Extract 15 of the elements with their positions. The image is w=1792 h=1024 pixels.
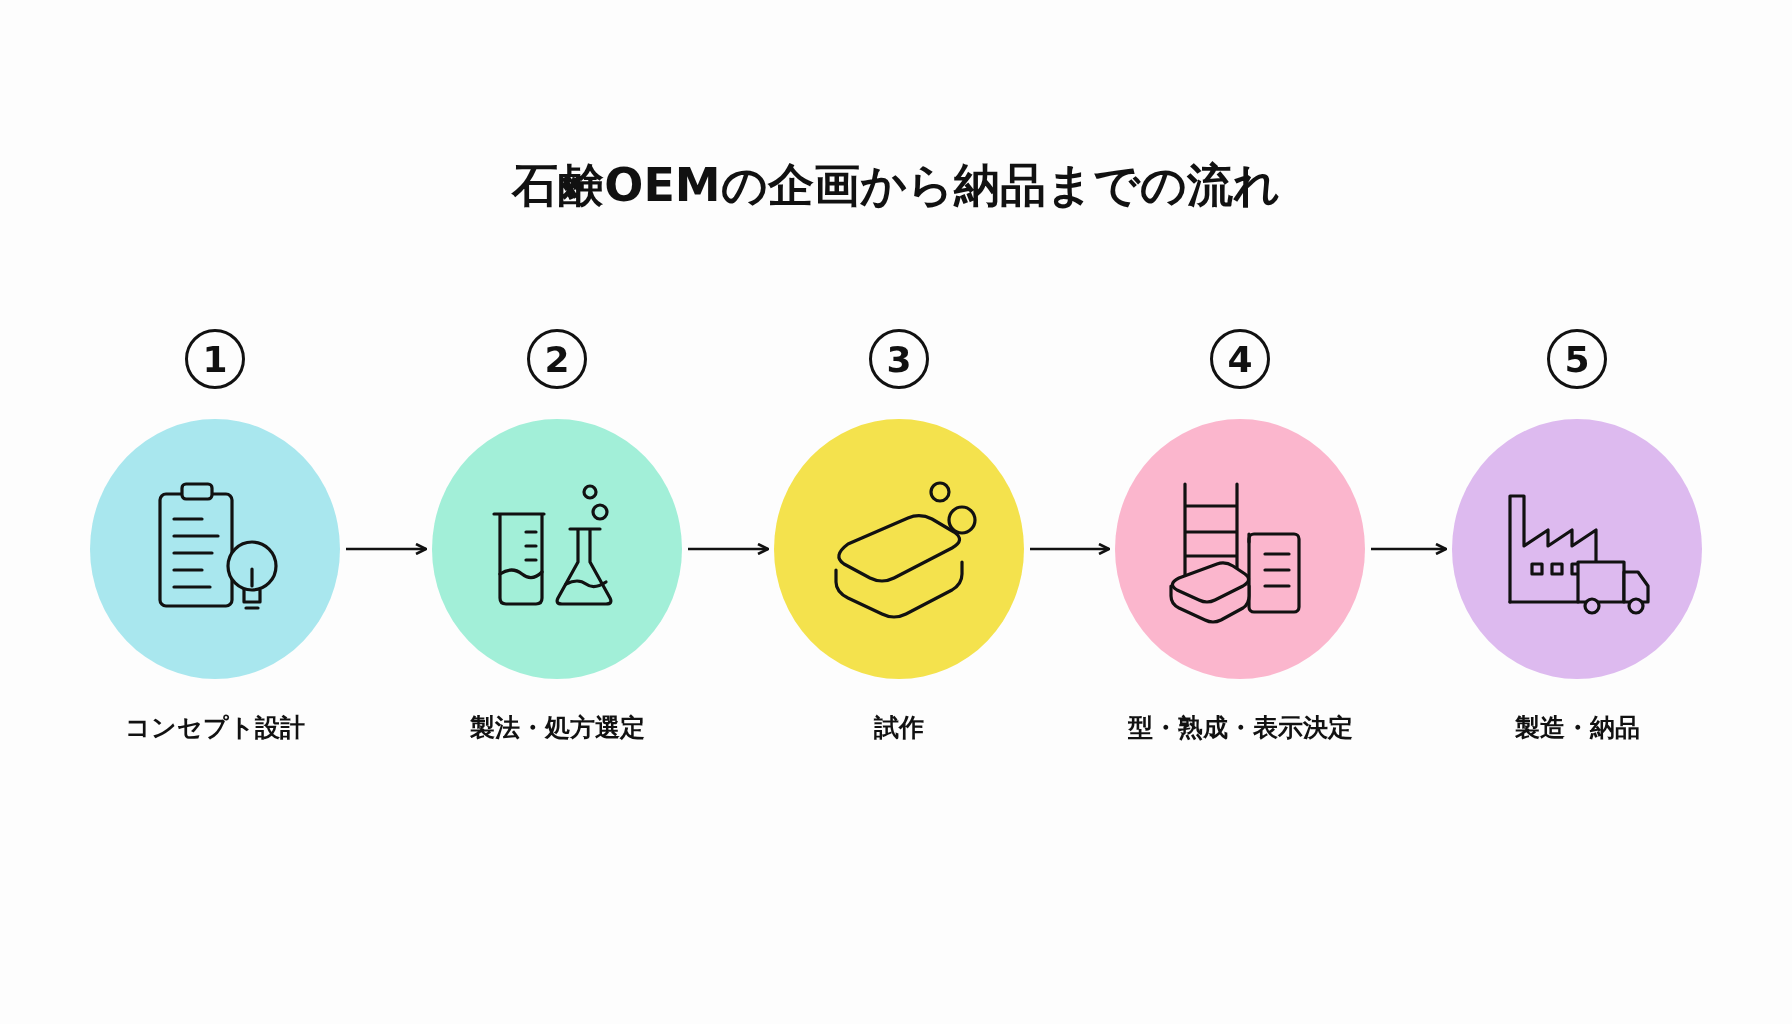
- step-label: 型・熟成・表示決定: [1126, 712, 1354, 744]
- arrow: [1030, 542, 1111, 556]
- step-number: 4: [1210, 329, 1270, 389]
- step-label: 製法・処方選定: [468, 712, 646, 744]
- step-label: 試作: [873, 712, 925, 744]
- arrow: [1371, 542, 1448, 556]
- arrow: [688, 542, 770, 556]
- step-number: 1: [185, 329, 245, 389]
- step-number: 5: [1547, 329, 1607, 389]
- step-number: 2: [527, 329, 587, 389]
- arrow: [346, 542, 428, 556]
- step-label: コンセプト設計: [124, 712, 306, 744]
- title: 石鹸OEMの企画から納品までの流れ: [510, 157, 1281, 214]
- step-number: 3: [869, 329, 929, 389]
- step-label: 製造・納品: [1513, 712, 1641, 744]
